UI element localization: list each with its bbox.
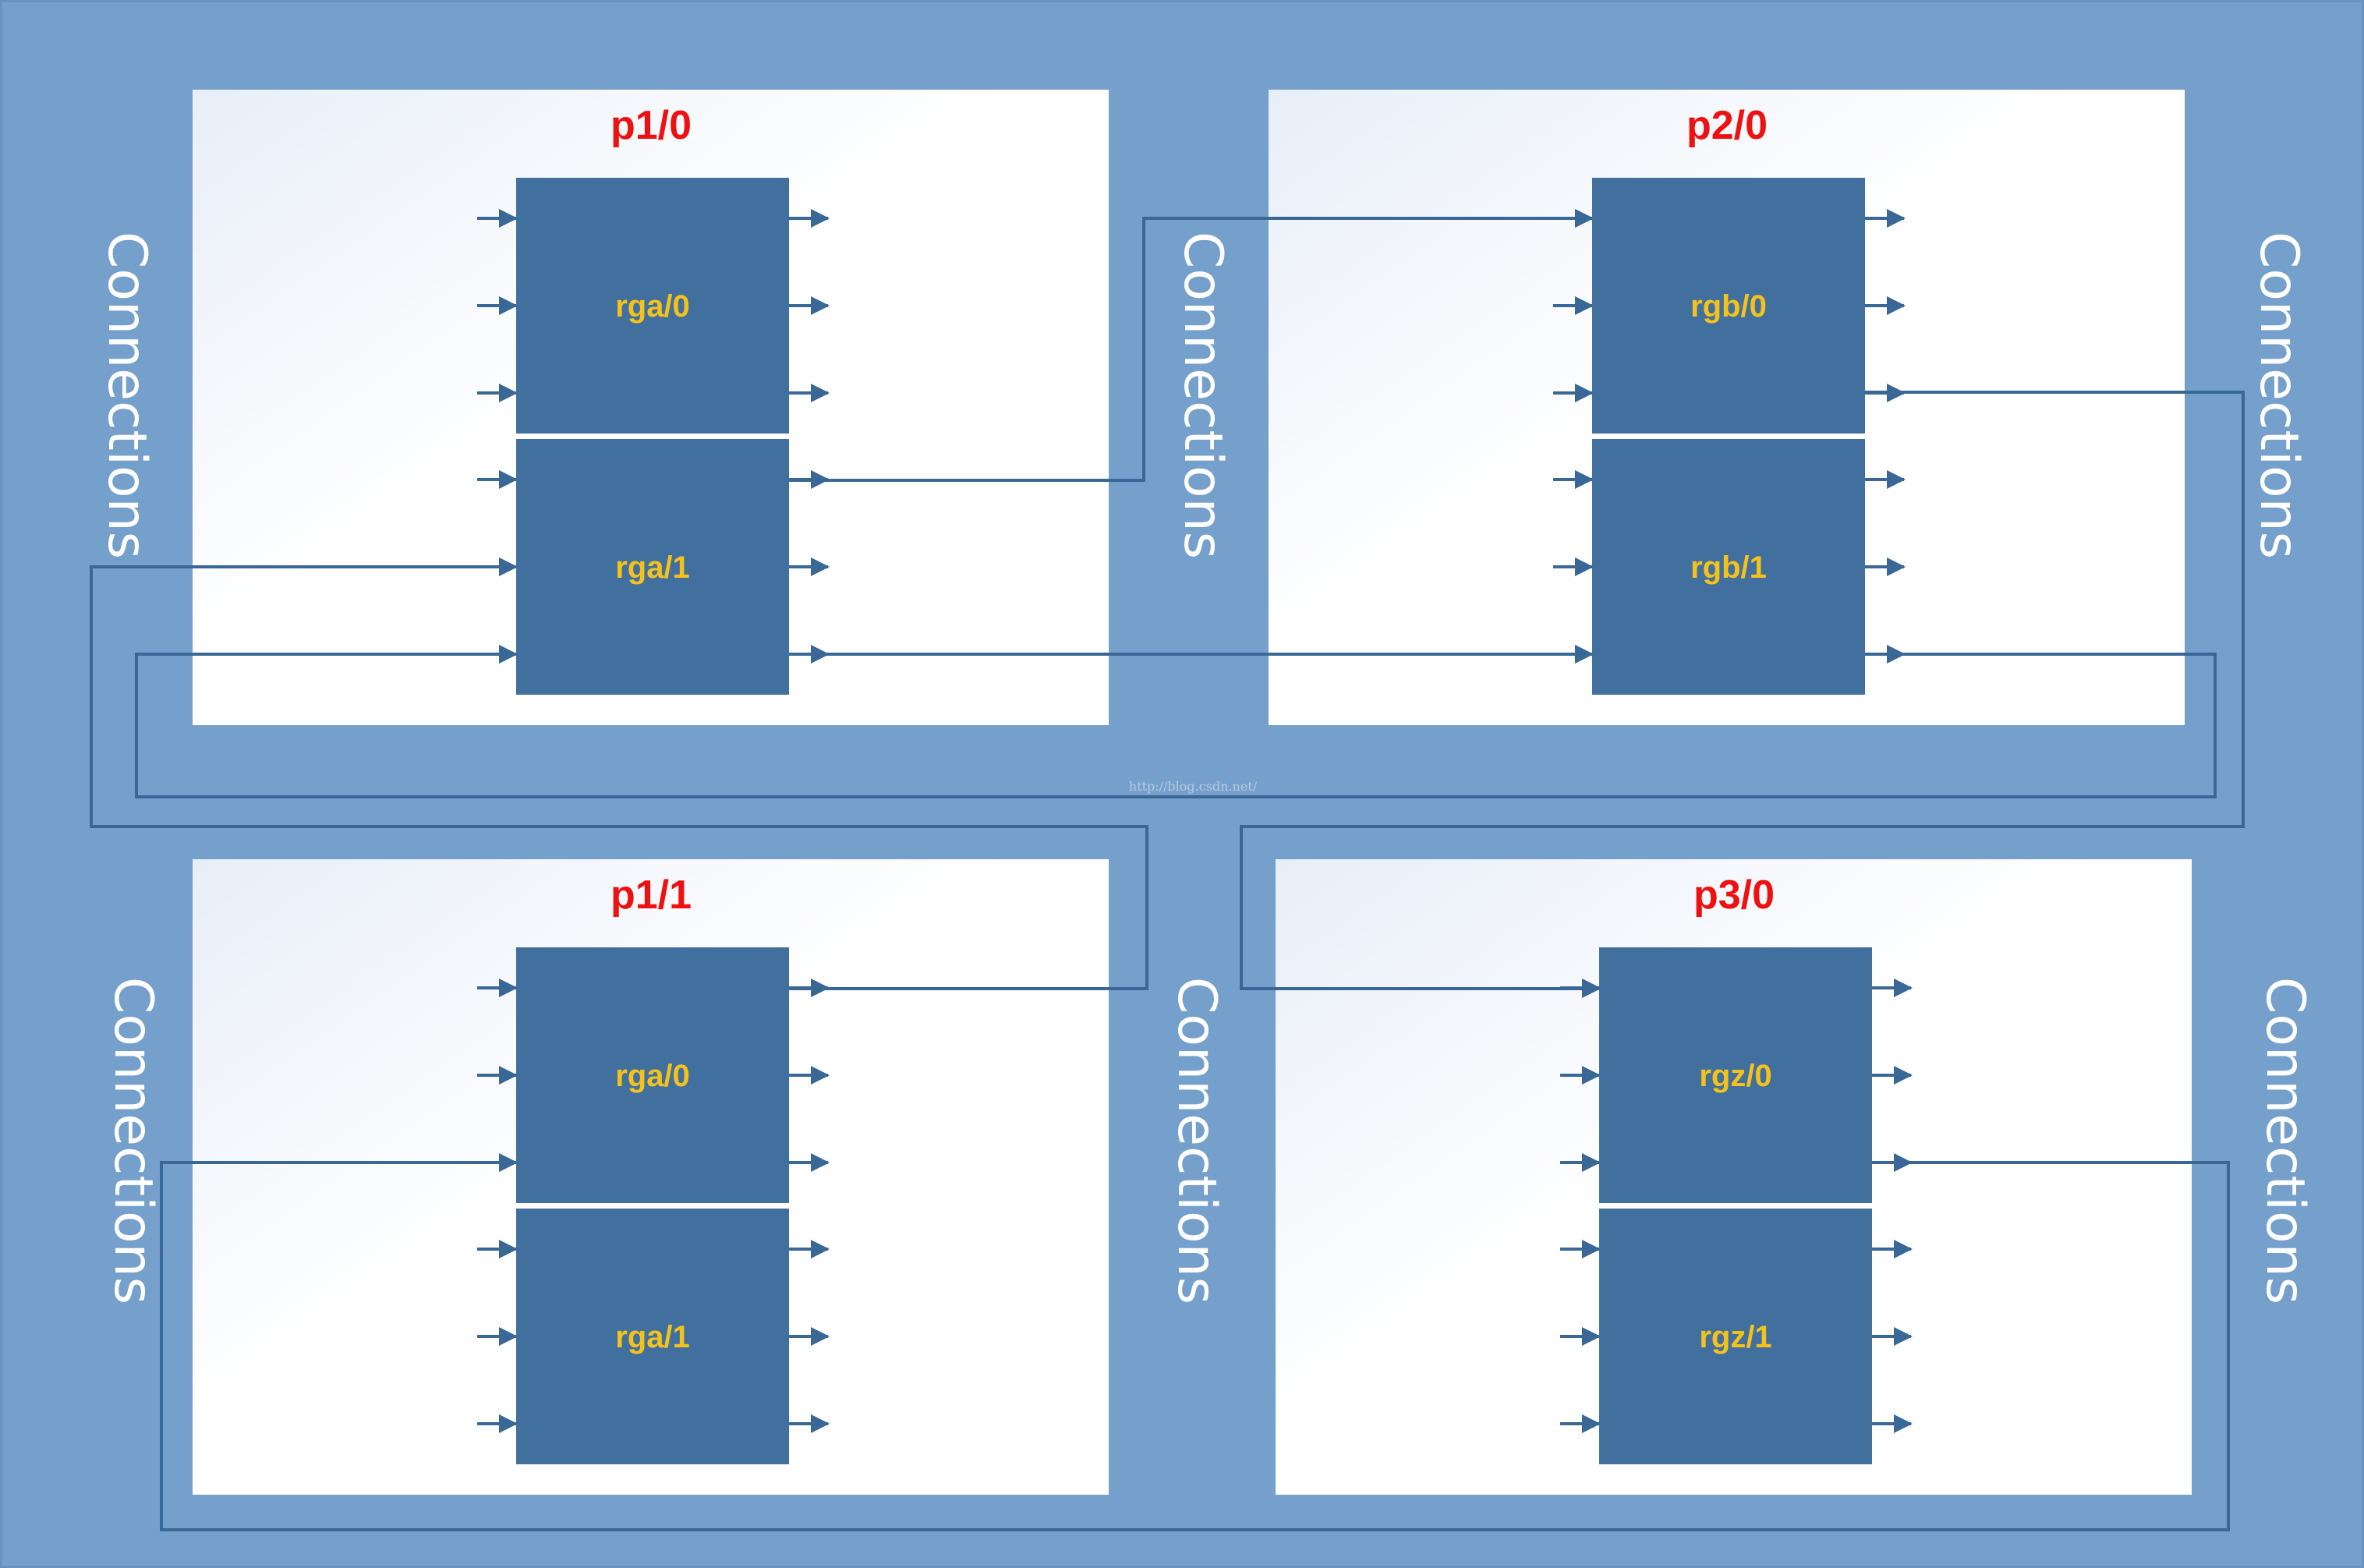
block-p1-1-rga-1	[516, 1209, 789, 1464]
block-label-p1-1-rga-0: rga/0	[615, 1059, 690, 1093]
block-p3-0-rgz-0	[1599, 947, 1872, 1203]
watermark: http://blog.csdn.net/	[1129, 779, 1258, 794]
routing-wires	[90, 209, 2245, 1531]
block-label-p2-0-rgb-1: rgb/1	[1690, 550, 1767, 585]
wire-p3-0-rgz-0-to-p1-1-rga-0	[160, 1153, 2230, 1531]
connections-label-bottom-right: Connections	[2254, 977, 2316, 1304]
block-p2-0-rgb-1	[1592, 439, 1865, 695]
wire-p1-1-rga-0-to-p1-0-rga-1	[90, 557, 1148, 990]
block-label-p1-1-rga-1: rga/1	[615, 1320, 690, 1354]
connections-label-bottom-left: Connections	[102, 977, 164, 1304]
connections-label-top-left: Connections	[96, 232, 157, 559]
block-label-p1-0-rga-1: rga/1	[615, 550, 690, 585]
wire-p2-0-rgb-1-to-p1-0-rga-1	[135, 645, 2217, 798]
block-p2-0-rgb-0	[1592, 178, 1865, 434]
block-label-p1-0-rga-0: rga/0	[615, 289, 690, 324]
wire-p2-0-rgb-0-to-p1-1-rga-0	[1240, 391, 2245, 998]
panel-title-p1-1: p1/1	[610, 872, 692, 918]
block-label-p3-0-rgz-0: rgz/0	[1699, 1059, 1771, 1093]
block-p1-0-rga-1	[516, 439, 789, 695]
connections-label-top-right: Connections	[2248, 232, 2309, 559]
connections-label-top-middle: Connections	[1172, 232, 1233, 559]
block-p3-0-rgz-1	[1599, 1209, 1872, 1464]
wire-p1-0-rga-1-to-p2-0-rgb-0	[789, 209, 1594, 482]
block-label-p2-0-rgb-0: rgb/0	[1690, 289, 1767, 324]
block-label-p3-0-rgz-1: rgz/1	[1699, 1320, 1771, 1354]
panel-title-p1-0: p1/0	[610, 103, 692, 148]
connections-label-bottom-middle: Connections	[1166, 977, 1227, 1304]
block-p1-1-rga-0	[516, 947, 789, 1203]
panel-title-p2-0: p2/0	[1686, 103, 1768, 148]
block-p1-0-rga-0	[516, 178, 789, 434]
panel-title-p3-0: p3/0	[1693, 872, 1775, 918]
